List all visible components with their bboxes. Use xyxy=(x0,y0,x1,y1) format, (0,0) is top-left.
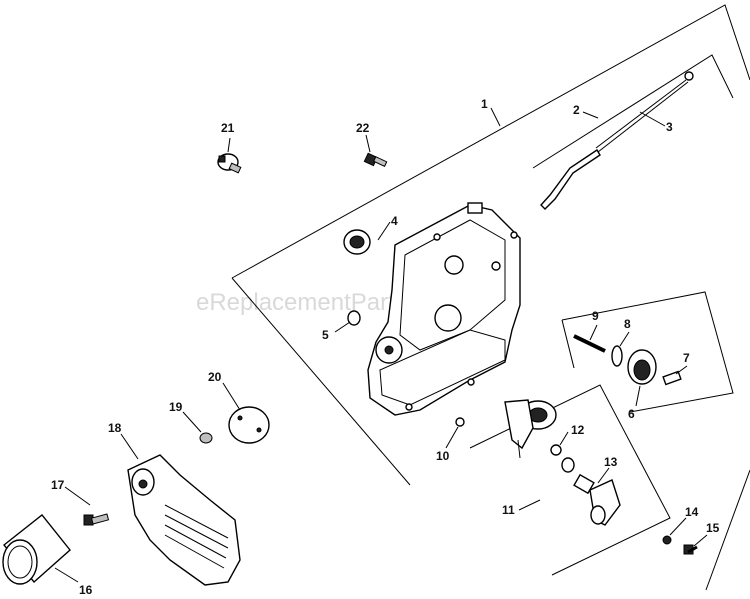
callout-7: 7 xyxy=(683,351,690,365)
filter-adapter-part xyxy=(504,399,557,459)
callout-6: 6 xyxy=(628,407,635,421)
callout-14: 14 xyxy=(685,505,699,519)
oil-pump-group-box xyxy=(561,291,734,413)
bolt-17-part xyxy=(83,513,110,526)
callout-9: 9 xyxy=(592,309,599,323)
plug-5-part xyxy=(347,310,361,326)
callout-21: 21 xyxy=(221,121,235,135)
gasket-20-part xyxy=(228,406,270,444)
callout-16: 16 xyxy=(79,583,93,597)
screw-15-part xyxy=(683,544,698,555)
nut-14-part xyxy=(662,535,672,545)
o-ring-10-part xyxy=(455,417,465,427)
oil-filter-adapter-group-box xyxy=(469,384,671,576)
callout-2: 2 xyxy=(573,103,580,117)
callout-8: 8 xyxy=(624,317,631,331)
dipstick-tube-part xyxy=(540,149,601,210)
leader-lines xyxy=(54,107,708,583)
callout-15: 15 xyxy=(706,521,720,535)
callout-13: 13 xyxy=(604,455,618,469)
callout-18: 18 xyxy=(108,421,122,435)
fitting-19-part xyxy=(199,432,213,444)
oil-sensor-part xyxy=(217,153,242,174)
dipstick-part xyxy=(595,71,694,153)
relief-valve-part xyxy=(561,457,621,526)
oil-pump-rotor-part xyxy=(627,349,657,385)
callout-4: 4 xyxy=(391,214,398,228)
closure-plate-part xyxy=(367,202,521,416)
callout-5: 5 xyxy=(322,328,329,342)
assembly-boundary xyxy=(231,4,750,591)
dipstick-group-box xyxy=(532,54,734,169)
pump-shaft-part xyxy=(662,370,682,386)
bolt-22-part xyxy=(363,152,388,168)
washer-8-part xyxy=(611,345,623,367)
pin-9-part xyxy=(573,334,606,353)
oil-seal-part xyxy=(343,229,371,255)
oil-filter-part xyxy=(2,514,71,585)
o-ring-12-part xyxy=(550,444,562,456)
oil-cooler-part xyxy=(127,454,241,586)
callout-20: 20 xyxy=(208,370,222,384)
callout-11: 11 xyxy=(502,503,515,517)
callout-3: 3 xyxy=(666,120,673,134)
callout-10: 10 xyxy=(436,449,450,463)
callout-1: 1 xyxy=(481,97,488,111)
callout-17: 17 xyxy=(51,478,65,492)
callout-labels: 1 2 3 4 5 6 7 8 9 10 11 12 13 14 15 16 1… xyxy=(51,97,720,597)
callout-12: 12 xyxy=(571,423,585,437)
callout-22: 22 xyxy=(356,121,370,135)
callout-19: 19 xyxy=(169,400,183,414)
